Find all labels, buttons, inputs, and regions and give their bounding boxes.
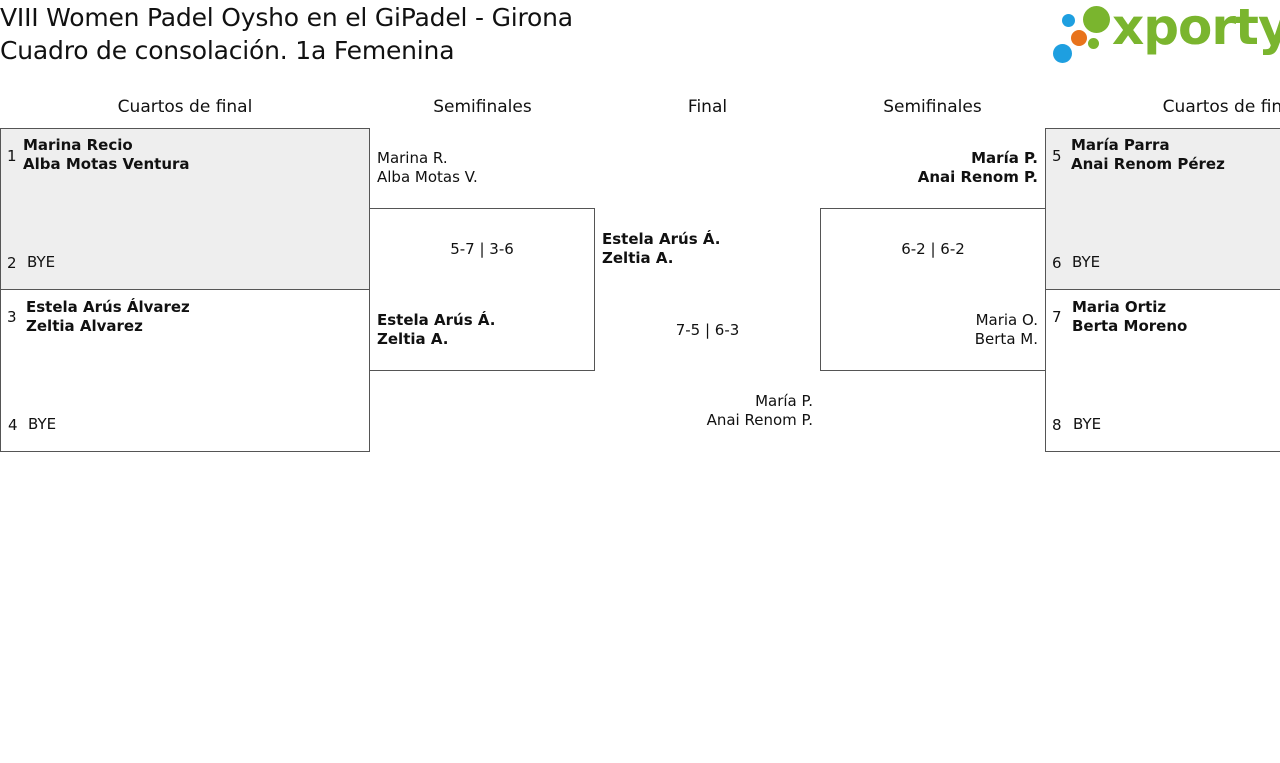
seed-number: 2 bbox=[7, 254, 17, 272]
player-name: María P. bbox=[755, 392, 813, 410]
match-score: 5-7 | 3-6 bbox=[450, 240, 514, 258]
page-subtitle: Cuadro de consolación. 1a Femenina bbox=[0, 36, 455, 65]
final-score: 7-5 | 6-3 bbox=[675, 321, 740, 339]
player-name: Zeltia A. bbox=[377, 330, 449, 348]
round-title-right-quarterfinals: Cuartos de final bbox=[1162, 97, 1280, 117]
bye-label: BYE bbox=[1073, 415, 1102, 433]
player-name: Maria O. bbox=[975, 311, 1038, 329]
match-right-qf-1[interactable] bbox=[1045, 128, 1280, 290]
seed-number: 5 bbox=[1052, 147, 1062, 165]
player-name: María P. bbox=[971, 149, 1038, 167]
player-name: Berta M. bbox=[974, 330, 1038, 348]
player-name: Marina R. bbox=[377, 149, 448, 167]
player-name: Anai Renom P. bbox=[917, 168, 1038, 186]
player-name: Estela Arús Á. bbox=[602, 230, 721, 248]
logo-dot-blue-small bbox=[1062, 14, 1075, 27]
match-left-qf-1[interactable] bbox=[0, 128, 370, 290]
player-name: Maria Ortiz bbox=[1072, 298, 1167, 316]
bye-label: BYE bbox=[1072, 253, 1101, 271]
player-name: Estela Arús Á. bbox=[377, 311, 496, 329]
player-name: Alba Motas Ventura bbox=[23, 155, 190, 173]
match-left-semifinal[interactable] bbox=[369, 208, 595, 371]
player-name: Alba Motas V. bbox=[377, 168, 478, 186]
player-name: Zeltia Alvarez bbox=[26, 317, 143, 335]
round-title-left-quarterfinals: Cuartos de final bbox=[117, 97, 253, 117]
page-title: VIII Women Padel Oysho en el GiPadel - G… bbox=[0, 3, 573, 32]
seed-number: 6 bbox=[1052, 254, 1062, 272]
player-name: Zeltia A. bbox=[602, 249, 674, 267]
player-name: Anai Renom Pérez bbox=[1071, 155, 1225, 173]
player-name: Berta Moreno bbox=[1072, 317, 1188, 335]
logo-dot-green-small bbox=[1088, 38, 1099, 49]
round-title-final: Final bbox=[687, 97, 728, 117]
logo-text: xporty bbox=[1112, 0, 1280, 56]
logo-dot-blue bbox=[1053, 44, 1072, 63]
bye-label: BYE bbox=[27, 253, 56, 271]
seed-number: 7 bbox=[1052, 308, 1062, 326]
seed-number: 1 bbox=[7, 147, 17, 165]
player-name: Marina Recio bbox=[23, 136, 133, 154]
player-name: Anai Renom P. bbox=[706, 411, 813, 429]
seed-number: 3 bbox=[7, 308, 17, 326]
bye-label: BYE bbox=[28, 415, 57, 433]
logo-dot-orange bbox=[1071, 30, 1087, 46]
match-right-qf-2[interactable] bbox=[1045, 289, 1280, 452]
round-title-left-semifinals: Semifinales bbox=[433, 97, 532, 117]
seed-number: 4 bbox=[8, 416, 18, 434]
xporty-logo[interactable]: xporty bbox=[1050, 0, 1280, 68]
match-score: 6-2 | 6-2 bbox=[901, 240, 965, 258]
round-title-right-semifinals: Semifinales bbox=[883, 97, 982, 117]
player-name: Estela Arús Álvarez bbox=[26, 298, 190, 316]
seed-number: 8 bbox=[1052, 416, 1062, 434]
logo-dot-green bbox=[1083, 6, 1110, 33]
player-name: María Parra bbox=[1071, 136, 1170, 154]
